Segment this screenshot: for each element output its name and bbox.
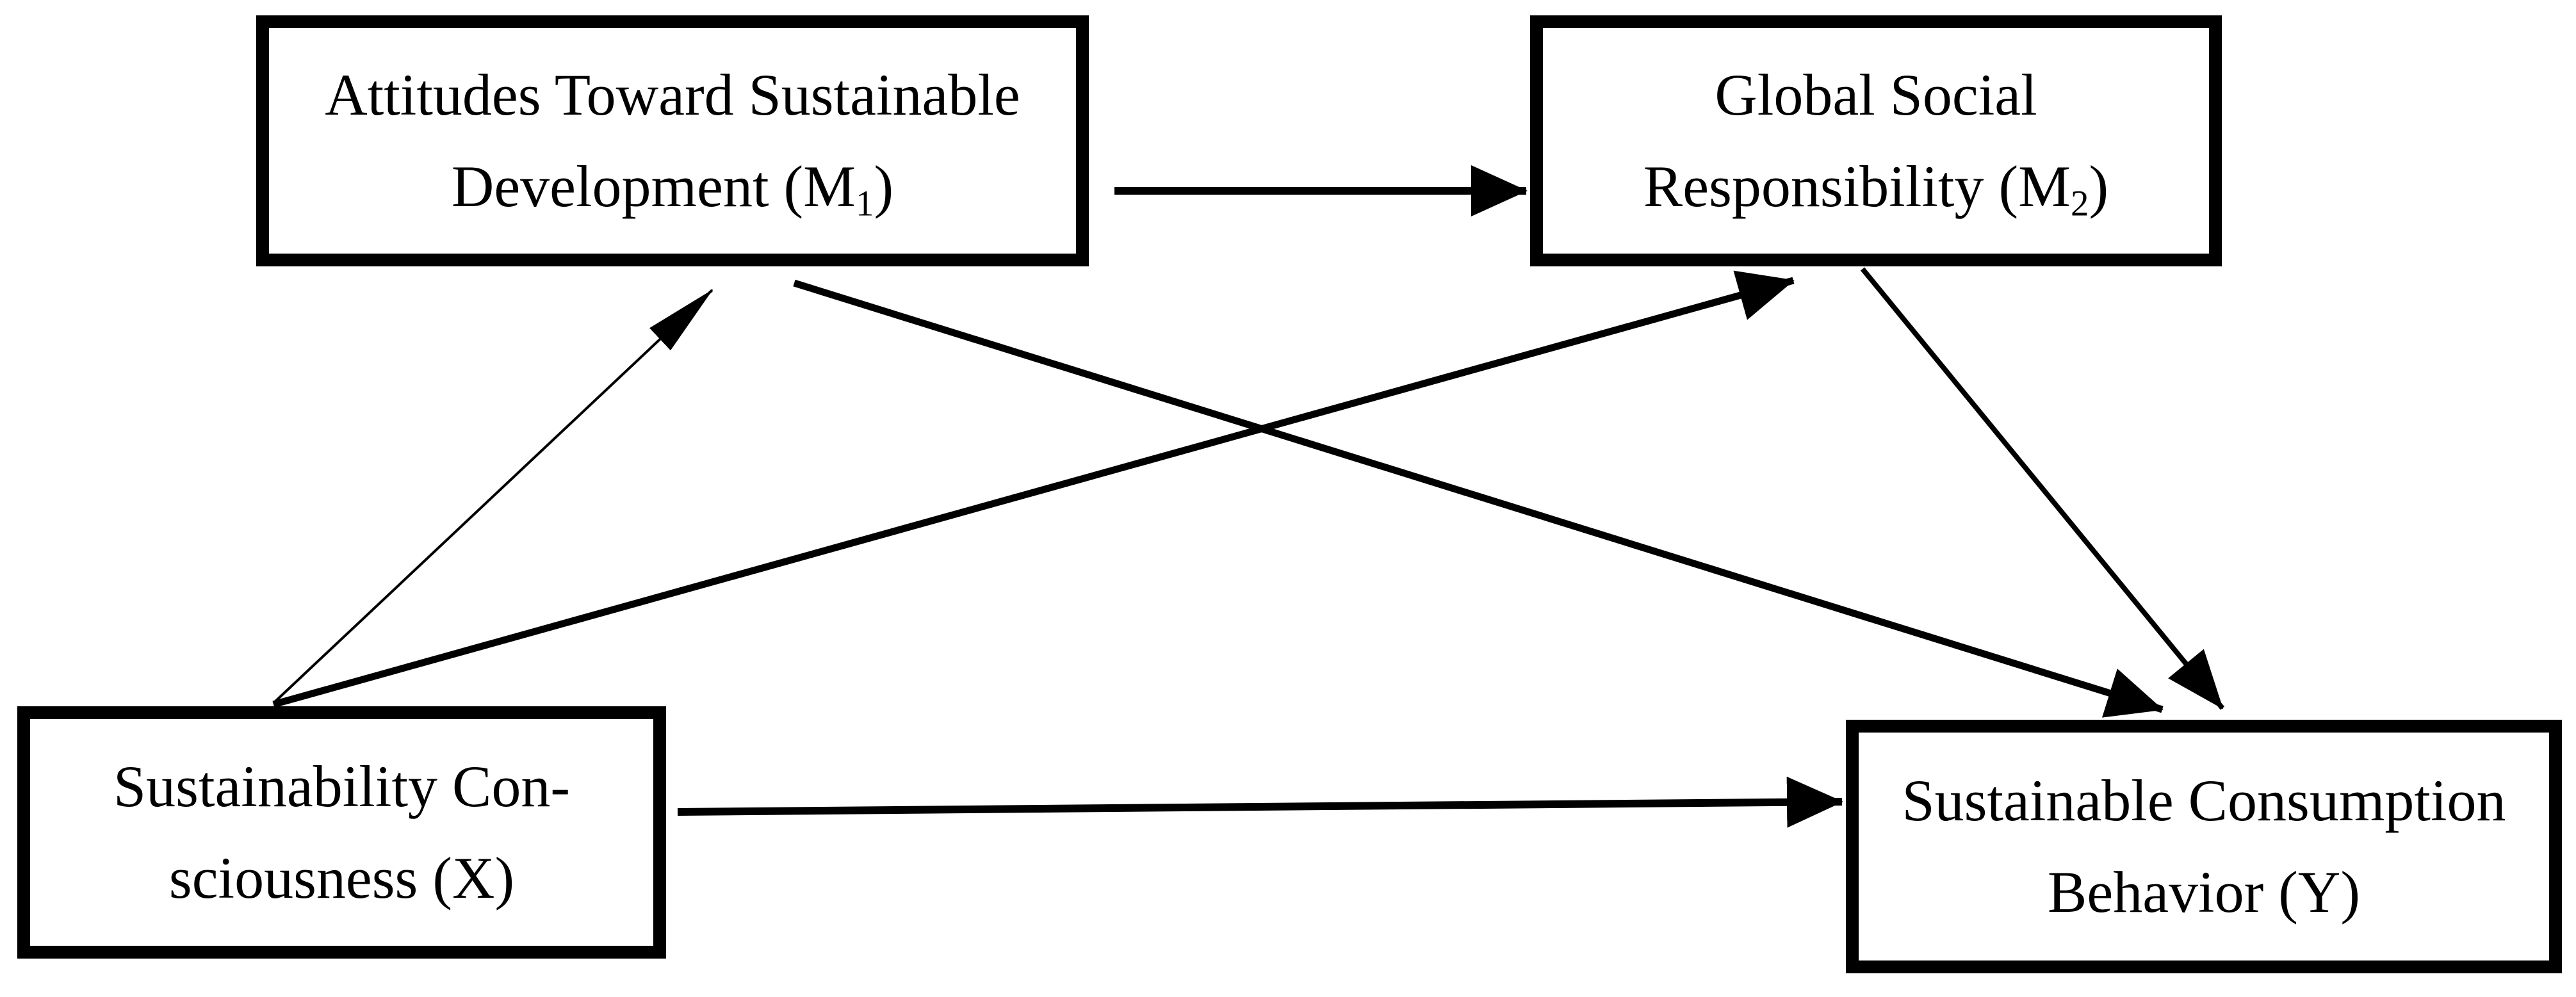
node-m1-line2-pre: Development (M — [451, 154, 856, 219]
node-y-label-line1: Sustainable Consumption — [1902, 768, 2506, 834]
node-x-label-line1: Sustainability Con- — [113, 754, 570, 820]
node-m1-subscript: 1 — [855, 183, 874, 224]
node-global-social-responsibility: Global Social Responsibility (M2) — [1530, 15, 2222, 266]
node-m2-label-line2: Responsibility (M2) — [1643, 141, 2108, 232]
node-m1-label-line2: Development (M1) — [452, 141, 893, 232]
node-x-label-line2: sciousness (X) — [168, 845, 515, 911]
arrow-m2-to-y — [1860, 267, 2225, 710]
arrow-x-to-m2 — [272, 270, 1795, 708]
node-sustainability-consciousness: Sustainability Con- sciousness (X) — [17, 706, 666, 959]
arrow-m1-to-y — [793, 279, 2164, 718]
node-m2-label-line1: Global Social — [1715, 62, 2037, 128]
node-m2-subscript: 2 — [2070, 183, 2089, 224]
arrow-x-to-y — [677, 776, 1843, 828]
node-m2-line2-pre: Responsibility (M — [1643, 154, 2071, 219]
node-m1-line2-post: ) — [874, 154, 894, 219]
arrow-x-to-m1 — [272, 289, 713, 704]
node-m2-line2-post: ) — [2089, 154, 2109, 219]
node-attitudes-toward-sustainable-development: Attitudes Toward Sustainable Development… — [256, 15, 1089, 266]
node-m1-label-line1: Attitudes Toward Sustainable — [325, 62, 1020, 128]
node-sustainable-consumption-behavior: Sustainable Consumption Behavior (Y) — [1846, 720, 2562, 973]
node-y-label-line2: Behavior (Y) — [2048, 859, 2360, 925]
